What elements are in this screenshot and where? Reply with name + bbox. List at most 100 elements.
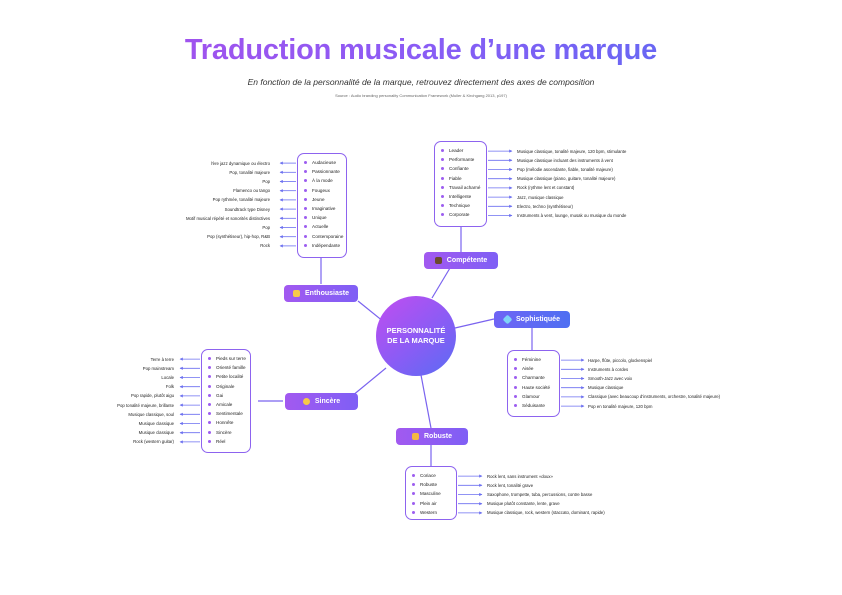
bullet-dot	[304, 243, 307, 247]
composition-description: Musique plutôt constante, lente, grave	[487, 501, 560, 507]
trait-item: Passionnante	[304, 167, 346, 176]
technologist-icon	[434, 257, 442, 264]
composition-description: Rock (western guitar)	[133, 439, 174, 445]
bullet-dot	[208, 439, 211, 443]
bullet-dot	[441, 158, 444, 162]
category-label: Compétente	[446, 257, 488, 264]
trait-item: Unique	[304, 213, 346, 222]
bullet-dot	[208, 366, 211, 370]
center-line-2: DE LA MARQUE	[387, 336, 445, 345]
composition-description: Pop (mélodie ascendante, fiable, tonalit…	[517, 166, 613, 172]
trait-label: Originale	[216, 383, 235, 389]
trait-item: Coriace	[412, 471, 456, 480]
bullet-dot	[304, 179, 307, 183]
trait-item: Réel	[208, 437, 250, 446]
trait-item: Actuelle	[304, 222, 346, 231]
trait-label: Fiable	[449, 175, 462, 181]
bullet-dot	[304, 225, 307, 229]
bullet-dot	[441, 195, 444, 199]
bullet-dot	[441, 149, 444, 153]
bullet-dot	[304, 207, 307, 211]
trait-label: Indépendante	[312, 242, 341, 248]
trait-item: Imaginative	[304, 204, 346, 213]
bullet-dot	[514, 385, 517, 389]
composition-description: Pop en tonalité majeure, 120 bpm	[588, 403, 653, 409]
composition-description: Pop	[262, 224, 270, 230]
trait-label: Travail acharné	[449, 184, 481, 190]
composition-description: Musique classique, tonalité majeure, 120…	[517, 148, 627, 154]
composition-description: Pop mainstream	[142, 365, 174, 371]
trait-label: Coriace	[420, 473, 436, 479]
bullet-dot	[304, 234, 307, 238]
grinning-face-icon	[293, 290, 301, 297]
composition-description: Musique classique incluant des instrumen…	[517, 157, 613, 163]
trait-item: Charmante	[514, 373, 559, 382]
bullet-dot	[304, 161, 307, 165]
trait-item: Travail acharné	[441, 183, 486, 192]
composition-description: Pop rythmée, tonalité majeure	[212, 197, 270, 203]
composition-description: Locale	[161, 374, 174, 380]
trait-label: Leader	[449, 148, 464, 154]
category-sincere: Sincère	[285, 393, 358, 410]
composition-description: Musique classique, rock, western (stacca…	[487, 510, 605, 516]
trait-item: Intelligente	[441, 192, 486, 201]
composition-description: Saxophone, trompette, tuba, percussions,…	[487, 491, 593, 497]
link-sincere	[351, 367, 387, 397]
trait-label: Haute société	[522, 384, 551, 390]
category-label: Robuste	[424, 433, 452, 440]
trait-label: Unique	[312, 215, 327, 221]
composition-description: Electro, techno (synthétiseur)	[517, 203, 573, 209]
composition-description: Musique classique	[588, 385, 624, 391]
trait-item: Pieds sur terre	[208, 354, 250, 363]
trait-item: Glamour	[514, 392, 559, 401]
composition-description: Classique (avec beaucoup d’instruments, …	[588, 394, 721, 400]
trait-label: Imaginative	[312, 206, 336, 212]
bullet-dot	[412, 492, 415, 496]
category-competente: Compétente	[424, 252, 498, 269]
page-subtitle: En fonction de la personnalité de la mar…	[247, 77, 595, 87]
trait-label: Confiante	[449, 166, 469, 172]
trait-item: Petite localité	[208, 372, 250, 381]
bullet-dot	[441, 204, 444, 208]
bullet-dot	[412, 501, 415, 505]
trait-label: Petite localité	[216, 374, 244, 380]
bullet-dot	[208, 421, 211, 425]
trait-item: Western	[412, 508, 456, 517]
trait-item: Technique	[441, 201, 486, 210]
trait-item: À la mode	[304, 176, 346, 185]
trait-item: Fiable	[441, 174, 486, 183]
composition-description: Rock	[260, 243, 270, 249]
category-robuste: Robuste	[396, 428, 468, 445]
bullet-dot	[441, 176, 444, 180]
composition-description: Jazz, musique classique	[517, 194, 564, 200]
bullet-dot	[514, 358, 517, 362]
trait-label: Intelligente	[449, 194, 472, 200]
trait-item: Audacieuse	[304, 158, 346, 167]
trait-item: Honnête	[208, 418, 250, 427]
bullet-dot	[304, 170, 307, 174]
composition-description: Terre à terre	[150, 356, 174, 362]
trait-label: Sincère	[216, 429, 232, 435]
bullet-dot	[514, 404, 517, 408]
trait-label: Masculine	[420, 491, 441, 497]
composition-description: Harpe, flûte, piccolo, glockenspiel	[588, 357, 653, 363]
bullet-dot	[514, 367, 517, 371]
trait-item: Originale	[208, 382, 250, 391]
trait-label: Performante	[449, 157, 475, 163]
trait-item: Séduisante	[514, 401, 559, 410]
trait-label: À la mode	[312, 178, 333, 184]
composition-description: Pop, tonalité majeure	[229, 169, 270, 175]
trait-label: Passionnante	[312, 169, 340, 175]
bullet-dot	[412, 474, 415, 478]
trait-item: Plein air	[412, 499, 456, 508]
trait-item: Sentimentale	[208, 409, 250, 418]
flexed-biceps-icon	[412, 433, 419, 440]
composition-description: Musique classique	[138, 420, 174, 426]
composition-description: Musique classique, soul	[128, 411, 174, 417]
trait-item: Fougeux	[304, 186, 346, 195]
trait-item: Confiante	[441, 164, 486, 173]
